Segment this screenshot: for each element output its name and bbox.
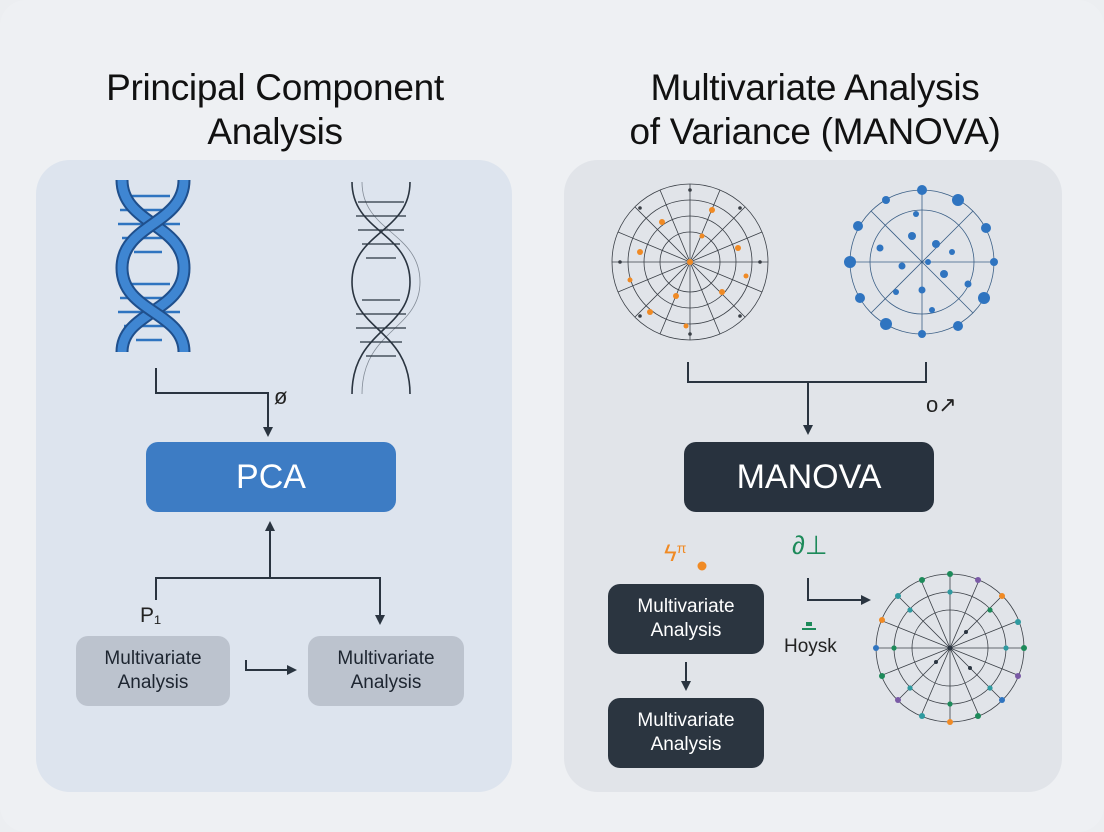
manova-box-b-line1: Multivariate: [637, 710, 735, 731]
manova-box-b-line2: Analysis: [650, 734, 722, 755]
orange-symbol: ϟπ: [664, 540, 686, 568]
pca-title-line2: Analysis: [207, 111, 343, 152]
orange-symbol-main: ϟ: [664, 540, 677, 567]
orange-node-icon: [697, 561, 707, 571]
manova-title: Multivariate Analysis of Variance (MANOV…: [560, 66, 1070, 154]
box-a-line2: Analysis: [117, 672, 189, 693]
pca-title-line1: Principal Component: [106, 67, 444, 108]
pca-multivariate-box-a: Multivariate Analysis: [76, 636, 230, 706]
manova-title-line2: of Variance (MANOVA): [629, 111, 1001, 152]
dna-helix-outline-icon: [351, 181, 421, 395]
orange-symbol-sub: π: [676, 540, 687, 556]
manova-box-a-line2: Analysis: [650, 620, 722, 641]
male-symbol: o↗: [926, 392, 957, 417]
pca-box: PCA: [146, 442, 396, 512]
manova-title-line1: Multivariate Analysis: [650, 67, 980, 108]
phi-symbol: ø: [274, 384, 288, 409]
pca-multivariate-box-b: Multivariate Analysis: [308, 636, 464, 706]
dna-helix-filled-icon: [115, 179, 191, 353]
radial-network-blue-icon: [844, 185, 998, 338]
radial-network-orange-icon: [611, 183, 769, 341]
radial-network-multicolor-icon: [873, 571, 1027, 725]
box-a-line1: Multivariate: [104, 648, 202, 669]
manova-box-a-line1: Multivariate: [637, 596, 735, 617]
pca-title: Principal Component Analysis: [40, 66, 510, 154]
manova-connectors: [681, 362, 927, 691]
hoysk-marker-icon: [802, 622, 816, 630]
manova-box: MANOVA: [684, 442, 934, 512]
pca-connectors: [155, 368, 385, 675]
green-symbol: ∂⊥: [792, 530, 828, 560]
manova-multivariate-box-a: Multivariate Analysis: [608, 584, 764, 654]
manova-multivariate-box-b: Multivariate Analysis: [608, 698, 764, 768]
box-b-line1: Multivariate: [337, 648, 435, 669]
box-b-line2: Analysis: [350, 672, 422, 693]
hoysk-label: Hoysk: [784, 636, 837, 657]
p1-label: P₁: [140, 604, 162, 627]
